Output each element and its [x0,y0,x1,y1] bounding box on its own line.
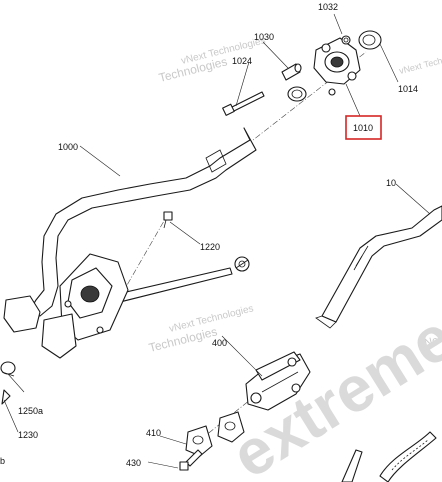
part-washer [287,86,307,102]
watermark-vnext-right2: vNext [418,332,442,350]
part-1032-nut [341,35,351,45]
leader-lines [3,13,431,469]
callout-1000: 1000 [58,142,78,152]
part-column-housing [41,253,129,359]
callout-1010-highlight-box [345,115,382,140]
callout-labels: 1032 1024 1030 1014 1010 1000 10 1220 40… [0,2,418,468]
callout-1030: 1030 [254,32,274,42]
callout-1220: 1220 [200,242,220,252]
part-1030-spacer [281,63,302,81]
callout-1014: 1014 [398,84,418,94]
part-410-clamps [185,411,245,457]
part-1014-ring [358,30,382,50]
part-10-handlebar [315,205,442,329]
part-grip [341,431,437,482]
callout-410: 410 [146,428,161,438]
callout-1024: 1024 [232,56,252,66]
watermark-vnext-right: vNext Technologies [398,47,442,76]
part-1024-bolt [222,91,265,116]
callout-1230: 1230 [18,430,38,440]
part-1010-housing [313,37,361,96]
callout-b: b [0,456,5,466]
callout-1250a: 1250a [18,406,43,416]
part-1220-bolt [163,211,173,229]
callout-1010: 1010 [353,123,373,133]
callout-400: 400 [212,338,227,348]
part-400-mount [245,351,311,411]
part-1000-bar [3,127,257,333]
part-430-bolt [179,449,203,471]
callout-1032: 1032 [318,2,338,12]
part-1230-screw [1,389,11,405]
callout-10: 10 [386,178,396,188]
watermark-layer: vNext Technologies Technologies vNext Te… [147,35,442,482]
callout-430: 430 [126,458,141,468]
part-1250a-bushing [0,361,16,377]
